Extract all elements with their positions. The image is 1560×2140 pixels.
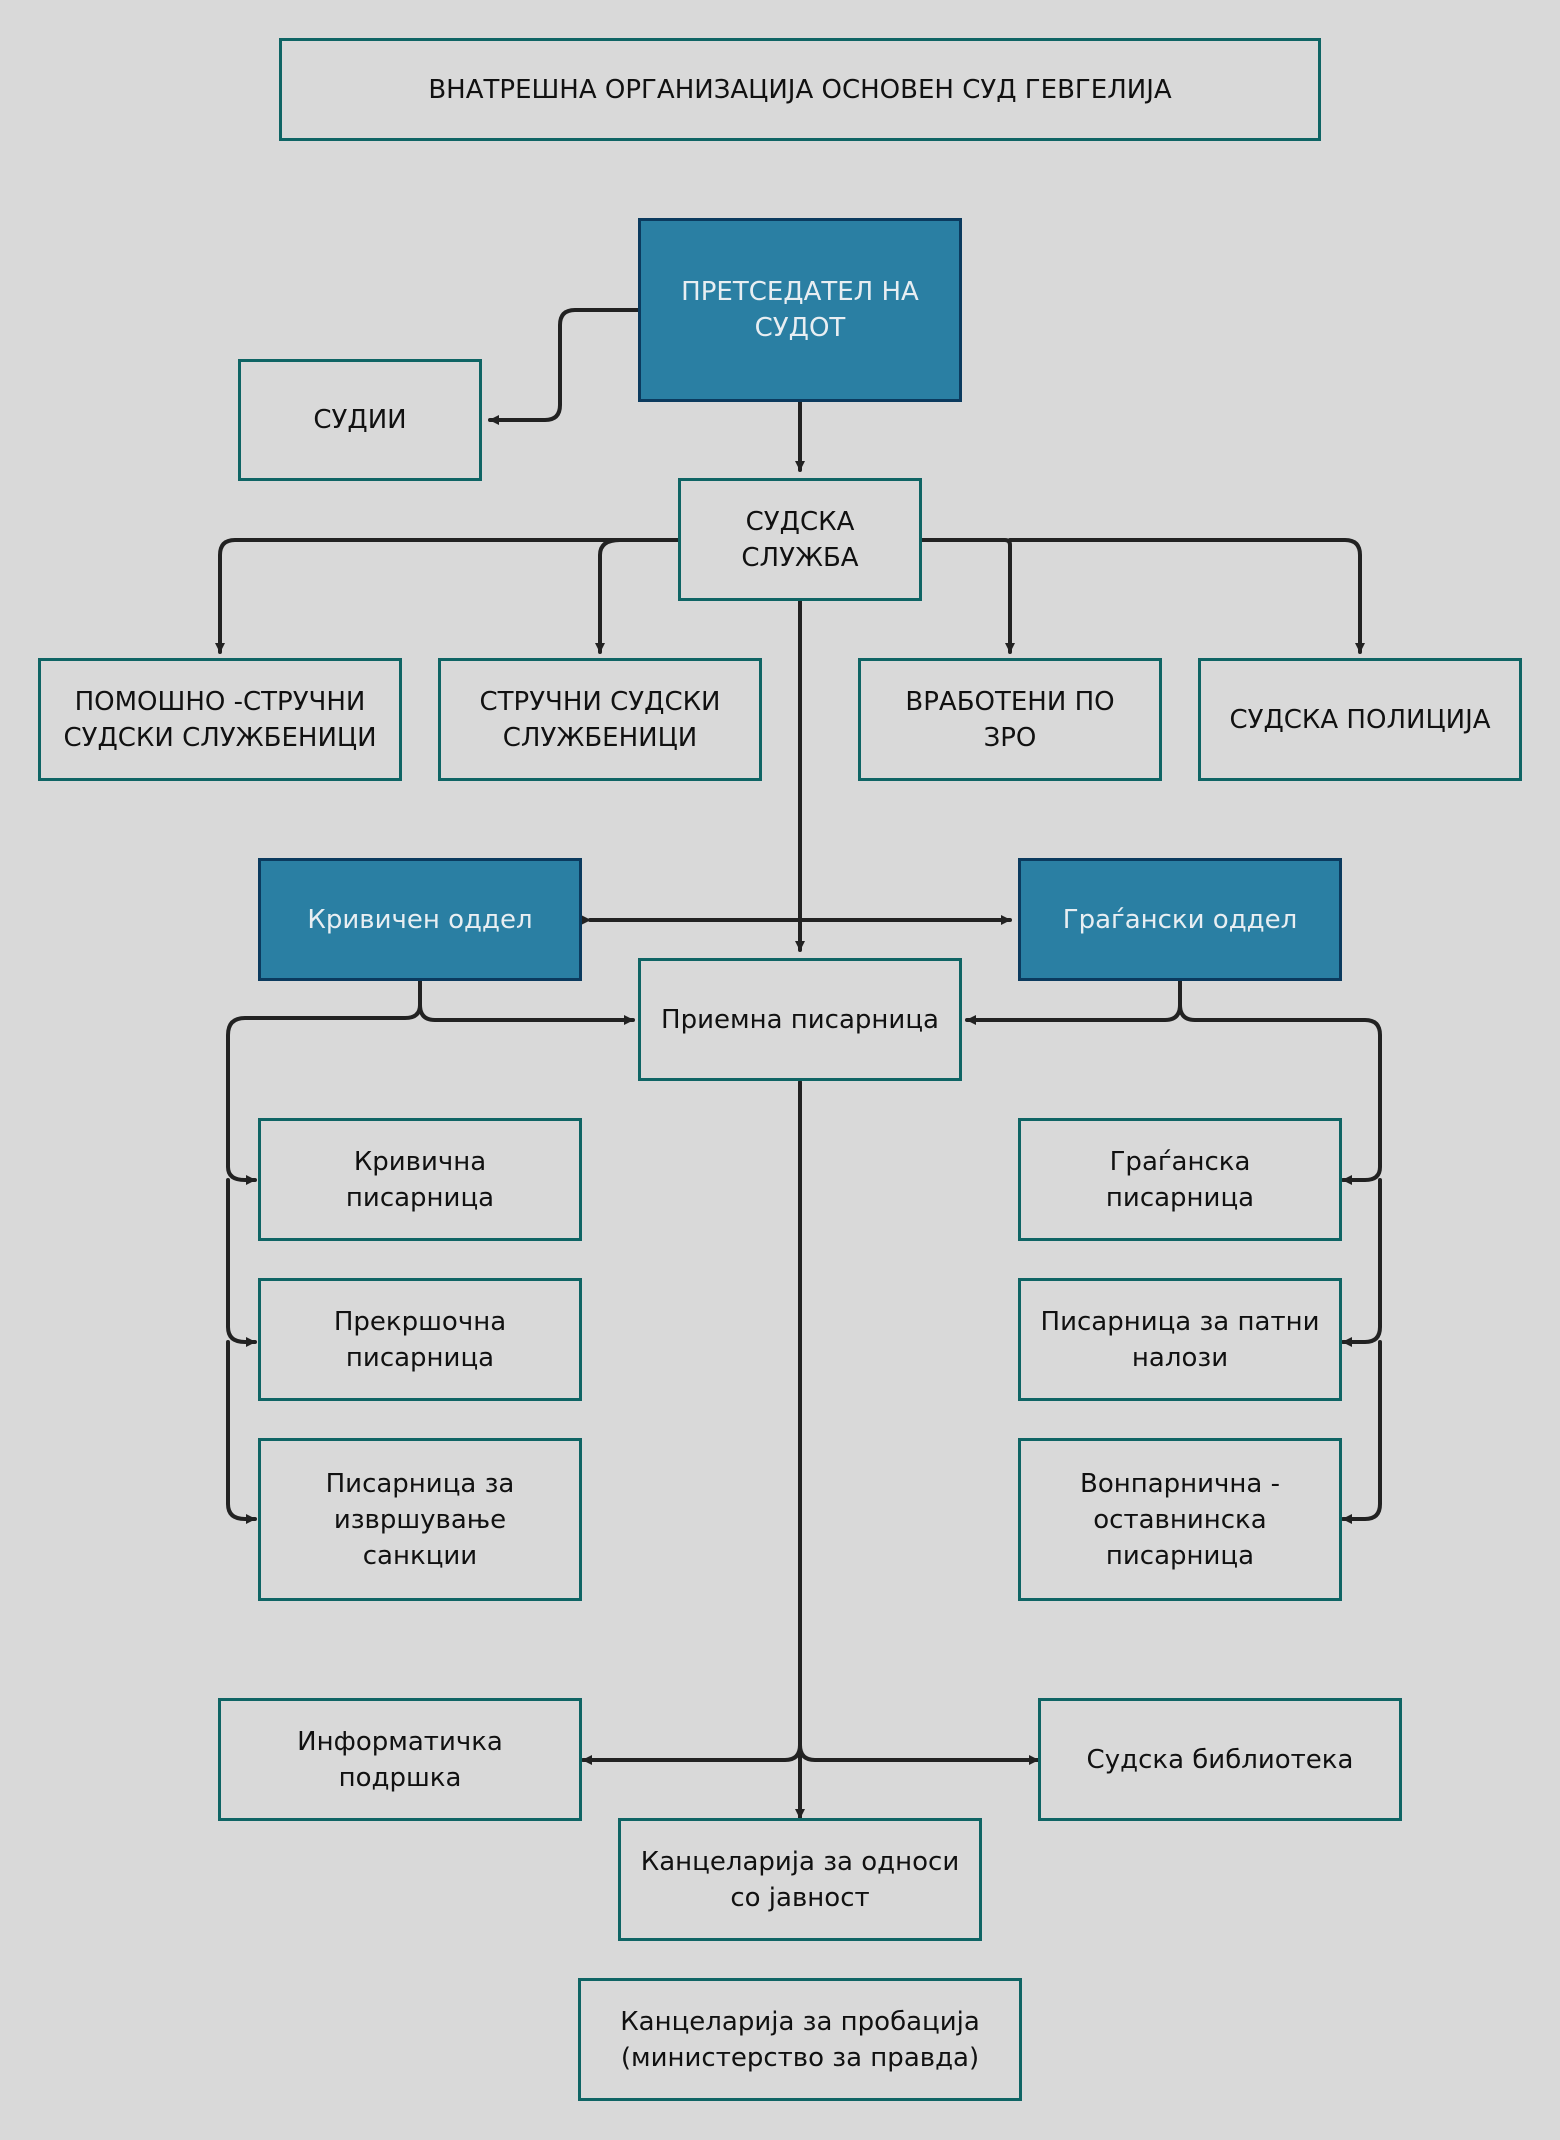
node-civil-registry: Граѓанска писарница [1018, 1118, 1342, 1241]
connector-president-judges [488, 308, 642, 425]
node-it-support: Информатичка подршка [218, 1698, 582, 1821]
node-sanctions-registry: Писарница за извршување санкции [258, 1438, 582, 1601]
node-expert-staff: СТРУЧНИ СУДСКИ СЛУЖБЕНИЦИ [438, 658, 762, 781]
connector-civil-reception [965, 978, 1182, 1025]
node-court-service: СУДСКА СЛУЖБА [678, 478, 922, 601]
node-probation-office: Канцеларија за пробација (министерство з… [578, 1978, 1022, 2101]
connector-civil-registries [1178, 1003, 1382, 1521]
node-president: ПРЕТСЕДАТЕЛ НА СУДОТ [638, 218, 962, 402]
node-reception-registry: Приемна писарница [638, 958, 962, 1081]
node-probate-registry: Вонпарнична - оставнинска писарница [1018, 1438, 1342, 1601]
connector-service-police [1008, 538, 1365, 654]
connector-service-assist [215, 538, 682, 654]
node-criminal-registry: Кривична писарница [258, 1118, 582, 1241]
diagram-title: ВНАТРЕШНА ОРГАНИЗАЦИЈА ОСНОВЕН СУД ГЕВГЕ… [279, 38, 1321, 141]
node-assist-staff: ПОМОШНО -СТРУЧНИ СУДСКИ СЛУЖБЕНИЦИ [38, 658, 402, 781]
node-payment-registry: Писарница за патни налози [1018, 1278, 1342, 1401]
node-court-police: СУДСКА ПОЛИЦИЈА [1198, 658, 1522, 781]
connector-criminal-reception [418, 978, 635, 1025]
node-zro-staff: ВРАБОТЕНИ ПО ЗРО [858, 658, 1162, 781]
connector-reception-it [581, 1743, 802, 1765]
node-court-library: Судска библиотека [1038, 1698, 1402, 1821]
node-pr-office: Канцеларија за односи со јавност [618, 1818, 982, 1941]
connector-service-expert [595, 538, 622, 654]
connector-reception-library [798, 1743, 1040, 1765]
connector-service-zro [918, 538, 1015, 654]
node-criminal-dept: Кривичен оддел [258, 858, 582, 981]
node-judges: СУДИИ [238, 359, 482, 481]
node-misdemeanor-registry: Прекршочна писарница [258, 1278, 582, 1401]
node-civil-dept: Граѓански оддел [1018, 858, 1342, 981]
